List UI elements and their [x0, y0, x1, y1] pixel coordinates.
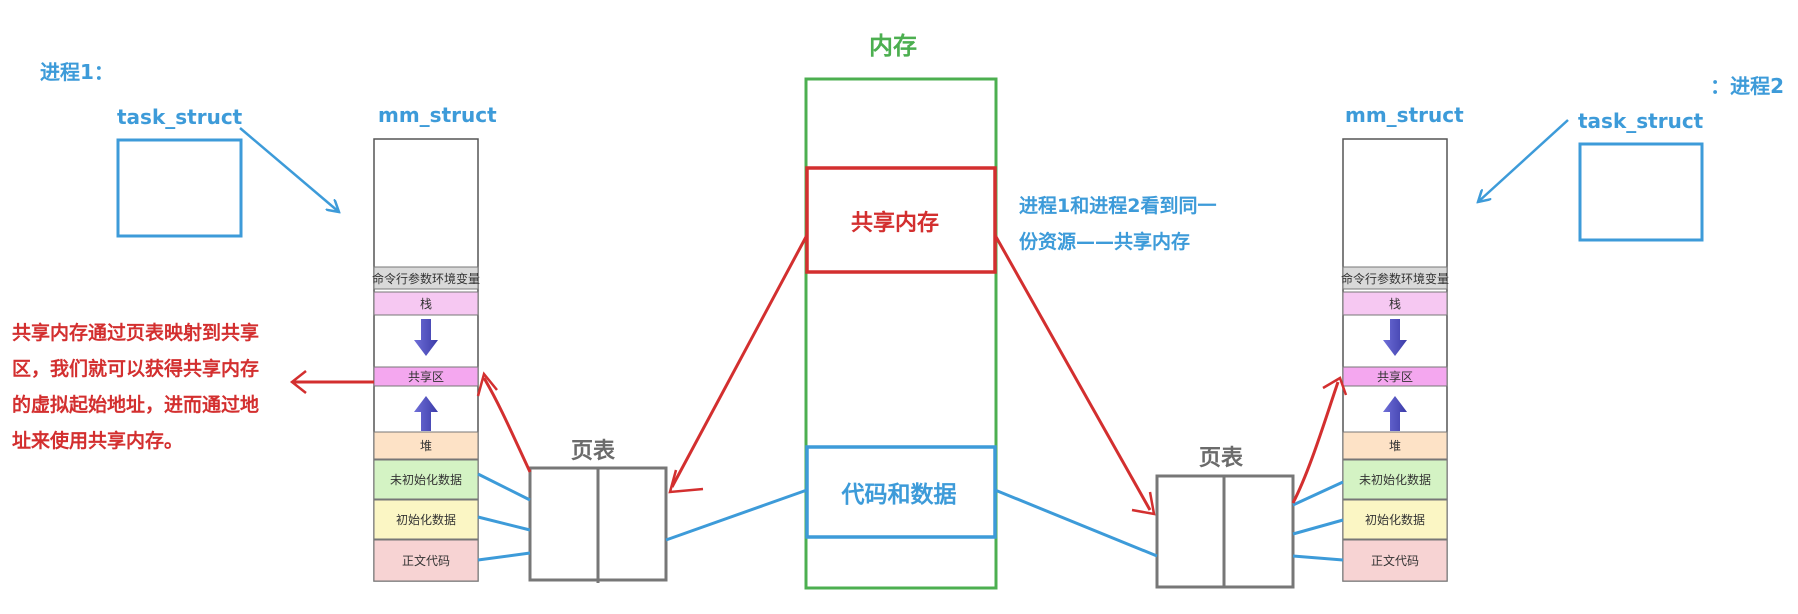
p1-arrowhead-pagetable — [668, 469, 704, 494]
note-same-resource-line2: 份资源——共享内存 — [1019, 230, 1190, 253]
p1-heap-up-arrow — [414, 396, 438, 431]
p1-pagetable-to-code — [665, 488, 808, 542]
shared-memory-label: 共享内存 — [851, 210, 939, 236]
p2-seg-shared-label: 共享区 — [1377, 369, 1413, 384]
process1-task-struct-box — [116, 138, 243, 238]
process1-mm-struct-label: mm_struct — [378, 103, 497, 127]
p1-seg-data — [373, 499, 479, 540]
p2-seg-stack-label: 栈 — [1389, 296, 1401, 311]
process2-mm-struct: 命令行参数环境变量 栈 共享区 堆 未初始化数据 初始化数据 正文代码 — [1341, 138, 1449, 582]
p2-pagetable-to-data — [1292, 518, 1344, 536]
code-data-block — [805, 445, 997, 539]
process2-page-table-label: 页表 — [1199, 446, 1244, 471]
p1-arrowhead-shared-area — [476, 371, 498, 397]
process2-task-struct-label: task_struct — [1578, 109, 1704, 133]
p1-seg-bss-label: 未初始化数据 — [390, 472, 462, 487]
p2-seg-data-label: 初始化数据 — [1365, 512, 1425, 527]
process2-page-table — [1155, 474, 1295, 589]
process1-task-struct-label: task_struct — [117, 105, 243, 129]
p2-pagetable-to-shared-area-arrow — [1291, 381, 1340, 504]
shared-memory-block — [805, 166, 997, 274]
p2-seg-args — [1342, 266, 1448, 290]
p2-arrowhead-pagetable — [1131, 491, 1156, 516]
p1-seg-shared-label: 共享区 — [408, 369, 444, 384]
process2-task-struct-box — [1578, 142, 1704, 242]
process1-page-table — [528, 466, 668, 583]
note-mapping-line2: 区，我们就可以获得共享内存 — [12, 357, 259, 380]
process1-mm-struct: 命令行参数环境变量 栈 共享区 堆 未初始化数据 初始化数据 正文代码 — [372, 138, 480, 582]
p1-seg-text — [373, 539, 479, 582]
process2-task-to-mm-arrow — [1478, 119, 1569, 202]
p2-stack-down-arrow — [1383, 319, 1407, 356]
process1-page-table-label: 页表 — [571, 439, 616, 464]
note-mapping-line1: 共享内存通过页表映射到共享 — [12, 321, 259, 344]
p1-seg-stack — [373, 291, 479, 316]
memory-box — [804, 77, 998, 590]
note-mapping-line4: 址来使用共享内存。 — [12, 429, 183, 452]
p1-seg-stack-label: 栈 — [420, 296, 432, 311]
p1-seg-heap — [373, 431, 479, 460]
p2-pagetable-to-text — [1292, 554, 1344, 562]
p1-pagetable-to-shared-area-arrow — [482, 377, 532, 473]
p2-seg-bss — [1342, 459, 1448, 500]
p2-heap-up-arrow — [1383, 396, 1407, 431]
p2-seg-args-label: 命令行参数环境变量 — [1341, 271, 1449, 286]
p1-shared-to-pagetable-arrow — [670, 234, 809, 488]
p2-code-to-pagetable — [994, 488, 1158, 558]
process1-task-to-mm-arrow — [239, 127, 339, 212]
p1-text-to-pagetable — [477, 551, 531, 562]
p2-pagetable-to-bss — [1292, 480, 1344, 507]
p2-seg-text-label: 正文代码 — [1371, 553, 1419, 568]
p1-seg-bss — [373, 459, 479, 500]
p2-seg-bss-label: 未初始化数据 — [1359, 472, 1431, 487]
p1-seg-data-label: 初始化数据 — [396, 512, 456, 527]
memory-title: 内存 — [869, 32, 917, 60]
p1-seg-args — [373, 266, 479, 290]
note-mapping-line3: 的虚拟起始地址，进而通过地 — [12, 393, 259, 416]
code-data-label: 代码和数据 — [841, 482, 957, 508]
p1-seg-shared — [373, 366, 479, 387]
p2-seg-data — [1342, 499, 1448, 540]
p2-seg-heap-label: 堆 — [1389, 439, 1401, 453]
p1-bss-to-pagetable — [477, 472, 531, 502]
p1-data-to-pagetable — [477, 515, 531, 532]
p2-seg-heap — [1342, 431, 1448, 460]
p2-shared-to-pagetable-arrow — [993, 234, 1152, 511]
p1-stack-down-arrow — [414, 319, 438, 356]
p2-seg-text — [1342, 539, 1448, 582]
p2-seg-stack — [1342, 291, 1448, 316]
p1-seg-heap-label: 堆 — [420, 439, 432, 453]
process2-mm-struct-label: mm_struct — [1345, 103, 1464, 127]
process1-label: 进程1： — [40, 60, 114, 84]
process2-label: ：进程2 — [1710, 74, 1784, 98]
p2-arrowhead-shared-area — [1322, 376, 1348, 396]
p1-seg-text-label: 正文代码 — [402, 553, 450, 568]
p1-seg-args-label: 命令行参数环境变量 — [372, 271, 480, 286]
note-same-resource-line1: 进程1和进程2看到同一 — [1019, 194, 1216, 217]
p2-seg-shared — [1342, 366, 1448, 387]
p1-arrowhead-note — [289, 370, 307, 394]
